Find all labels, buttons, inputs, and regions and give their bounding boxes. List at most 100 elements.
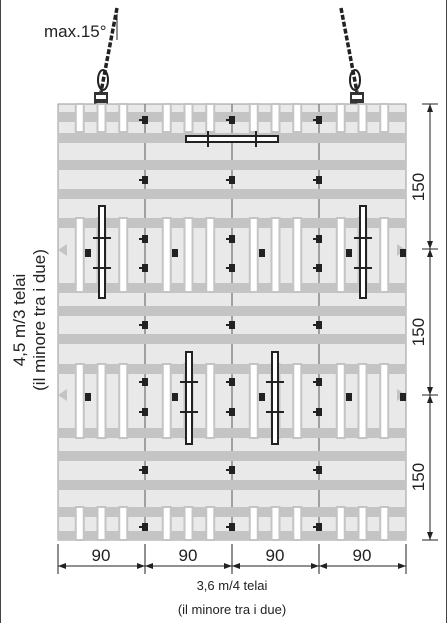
vertical-stiffener	[248, 217, 259, 293]
clamp-lever	[313, 324, 316, 326]
horizontal-beam	[58, 531, 406, 540]
vertical-stiffener	[292, 217, 303, 293]
vertical-stiffener	[335, 217, 346, 293]
clamp-lever	[139, 324, 142, 326]
vertical-stiffener	[357, 506, 368, 541]
vertical-stiffener	[379, 103, 390, 133]
vertical-stiffener	[74, 217, 85, 293]
horizontal-beam	[58, 334, 406, 344]
vertical-stiffener	[270, 217, 281, 293]
clamp	[316, 264, 322, 272]
vertical-stiffener	[161, 363, 172, 439]
clamp	[142, 264, 148, 272]
clamp	[229, 378, 235, 386]
clamp	[346, 249, 352, 257]
clamp	[172, 249, 178, 257]
clamp	[142, 116, 148, 124]
clamp	[316, 116, 322, 124]
vertical-stiffener	[96, 363, 107, 439]
clamp	[229, 408, 235, 416]
clamp	[229, 264, 235, 272]
clamp	[85, 393, 91, 401]
clamp-lever	[226, 179, 229, 181]
vertical-stiffener	[74, 103, 85, 133]
vertical-stiffener	[74, 506, 85, 541]
clamp-lever	[226, 526, 229, 528]
vertical-stiffener	[292, 363, 303, 439]
horizontal-beam	[58, 364, 406, 374]
row-height-label-2: 150	[409, 318, 428, 346]
horizontal-beam	[58, 428, 406, 438]
horizontal-beam	[58, 218, 406, 228]
vertical-stiffener	[357, 363, 368, 439]
vertical-stiffener	[96, 103, 107, 133]
clamp	[142, 321, 148, 329]
clamp-lever	[226, 119, 229, 121]
column-width-label-4: 90	[353, 546, 372, 565]
vertical-stiffener	[118, 103, 129, 133]
vertical-stiffener	[161, 217, 172, 293]
clamp	[142, 408, 148, 416]
clamp-lever	[226, 469, 229, 471]
vertical-stiffener	[248, 363, 259, 439]
clamp	[400, 249, 406, 257]
vertical-stiffener	[357, 103, 368, 133]
edge-fitting	[58, 244, 67, 256]
vertical-stiffener	[183, 506, 194, 541]
alignment-rails	[93, 131, 372, 445]
row-height-label-1: 150	[409, 173, 428, 201]
clamp	[229, 523, 235, 531]
column-width-label-1: 90	[92, 546, 111, 565]
vertical-stiffener	[183, 103, 194, 133]
clamp	[142, 176, 148, 184]
clamp-lever	[226, 324, 229, 326]
overall-height-label: 4,5 m/3 telai	[10, 274, 29, 367]
height-dimension-line	[422, 103, 438, 541]
clamp	[229, 176, 235, 184]
vertical-stiffener	[379, 363, 390, 439]
clamp-lever	[313, 119, 316, 121]
clamp	[316, 523, 322, 531]
clamp-lever	[139, 267, 142, 269]
vertical-stiffener	[270, 103, 281, 133]
clamp	[316, 408, 322, 416]
column-width-label-3: 90	[266, 546, 285, 565]
width-dimension-line	[57, 544, 407, 574]
clamp	[142, 378, 148, 386]
clamp	[316, 235, 322, 243]
vertical-stiffener	[205, 506, 216, 541]
clamp	[229, 235, 235, 243]
clamp-lever	[226, 238, 229, 240]
clamp-lever	[313, 411, 316, 413]
horizontal-beam	[58, 189, 406, 199]
vertical-stiffener	[379, 506, 390, 541]
clamp-lever	[139, 469, 142, 471]
clamp-lever	[139, 381, 142, 383]
clamp-lever	[139, 238, 142, 240]
vertical-stiffener	[161, 506, 172, 541]
column-width-label-2: 90	[179, 546, 198, 565]
clamp-lever	[313, 526, 316, 528]
horizontal-beam	[58, 306, 406, 316]
clamp-lever	[313, 179, 316, 181]
vertical-stiffener	[118, 506, 129, 541]
vertical-stiffener	[292, 103, 303, 133]
clamp	[229, 116, 235, 124]
clamp-lever	[139, 119, 142, 121]
clamp-lever	[226, 411, 229, 413]
vertical-stiffener	[248, 506, 259, 541]
clamp	[259, 249, 265, 257]
clamp	[259, 393, 265, 401]
vertical-stiffener	[118, 363, 129, 439]
clamp	[229, 321, 235, 329]
horizontal-beam	[58, 160, 406, 170]
vertical-stiffener	[335, 103, 346, 133]
clamp-lever	[226, 267, 229, 269]
clamp-lever	[139, 411, 142, 413]
clamp	[142, 523, 148, 531]
edge-fitting	[58, 389, 67, 401]
clamp	[316, 466, 322, 474]
horizontal-beam	[58, 451, 406, 461]
vertical-stiffener	[205, 103, 216, 133]
